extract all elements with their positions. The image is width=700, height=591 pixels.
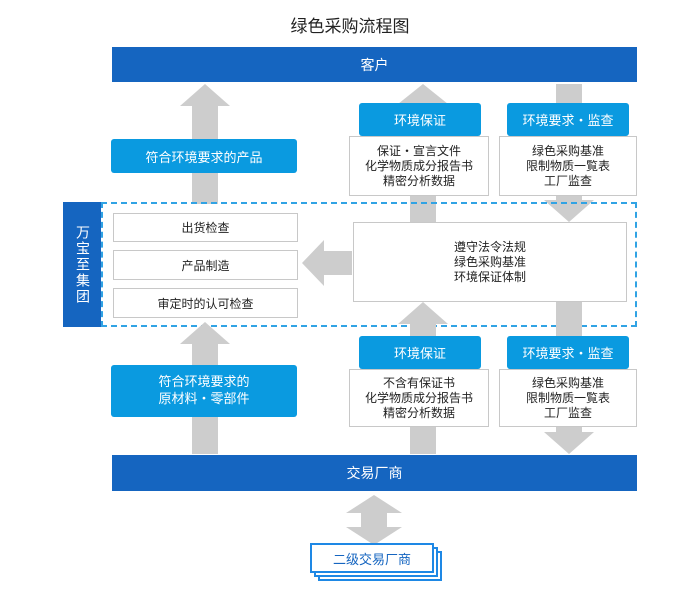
vendor-label: 交易厂商: [346, 466, 403, 482]
req-line: 工厂监查: [543, 405, 592, 420]
materials-line: 原材料・零部件: [158, 392, 250, 407]
step-approval-inspection: 审定时的认可检查: [113, 288, 298, 318]
step-label: 审定时的认可检查: [157, 296, 254, 311]
company-frame: [101, 202, 637, 327]
env-guarantee-box-lower: 不含有保证书 化学物质成分报告书 精密分析数据: [349, 369, 489, 427]
secondary-vendor-box: 二级交易厂商: [310, 543, 434, 573]
req-line: 限制物质一覧表: [525, 158, 610, 173]
env-requirement-pill-lower: 环境要求・监查: [507, 336, 629, 369]
env-guarantee-box-upper: 保证・宣言文件 化学物质成分报告书 精密分析数据: [349, 136, 489, 196]
vendor-band: 交易厂商: [112, 455, 637, 491]
env-guarantee-pill-upper: 环境保证: [359, 103, 481, 136]
company-label-text: 万宝至集团: [74, 224, 90, 305]
step-shipping-inspection: 出货检查: [113, 213, 298, 242]
arrow-left-icon: [302, 240, 352, 286]
env-requirement-label: 环境要求・监查: [522, 114, 614, 129]
env-requirement-label: 环境要求・监查: [522, 347, 614, 362]
env-guarantee-label: 环境保证: [393, 347, 446, 362]
materials-pill: 符合环境要求的 原材料・零部件: [111, 365, 297, 417]
req-line: 限制物质一覧表: [525, 390, 610, 405]
arrow-updown-icon: [346, 495, 402, 545]
policy-line: 绿色采购基准: [453, 254, 526, 269]
materials-line: 符合环境要求的: [158, 375, 250, 390]
doc-line: 精密分析数据: [382, 173, 455, 188]
env-requirement-box-upper: 绿色采购基准 限制物质一覧表 工厂监查: [499, 136, 637, 196]
doc-line: 保证・宣言文件: [376, 143, 461, 158]
doc-line: 化学物质成分报告书: [364, 390, 473, 405]
doc-line: 精密分析数据: [382, 405, 455, 420]
doc-line: 化学物质成分报告书: [364, 158, 473, 173]
doc-line: 不含有保证书: [382, 375, 455, 390]
step-label: 出货检查: [181, 221, 230, 235]
customer-band: 客户: [112, 47, 637, 82]
policy-line: 环境保证体制: [453, 269, 526, 284]
customer-label: 客户: [360, 57, 389, 74]
env-requirement-box-lower: 绿色采购基准 限制物质一覧表 工厂监查: [499, 369, 637, 427]
env-guarantee-pill-lower: 环境保证: [359, 336, 481, 369]
secondary-vendor-label: 二级交易厂商: [332, 552, 411, 568]
step-label: 产品制造: [181, 258, 230, 273]
bidirectional-arrow: [346, 495, 402, 545]
req-line: 绿色采购基准: [531, 375, 604, 390]
step-manufacturing: 产品制造: [113, 250, 298, 280]
req-line: 工厂监查: [543, 173, 592, 188]
product-pill-label: 符合环境要求的产品: [145, 150, 263, 166]
diagram-title: 绿色采购流程图: [290, 17, 410, 37]
company-label: 万宝至集团: [63, 202, 101, 327]
env-guarantee-label: 环境保证: [393, 114, 446, 129]
left-arrow-policy: [302, 240, 352, 286]
policy-box: 遵守法令法规 绿色采购基准 环境保证体制: [353, 222, 627, 302]
product-pill: 符合环境要求的产品: [111, 139, 297, 173]
policy-line: 遵守法令法规: [453, 239, 526, 254]
req-line: 绿色采购基准: [531, 143, 604, 158]
env-requirement-pill-upper: 环境要求・监查: [507, 103, 629, 136]
